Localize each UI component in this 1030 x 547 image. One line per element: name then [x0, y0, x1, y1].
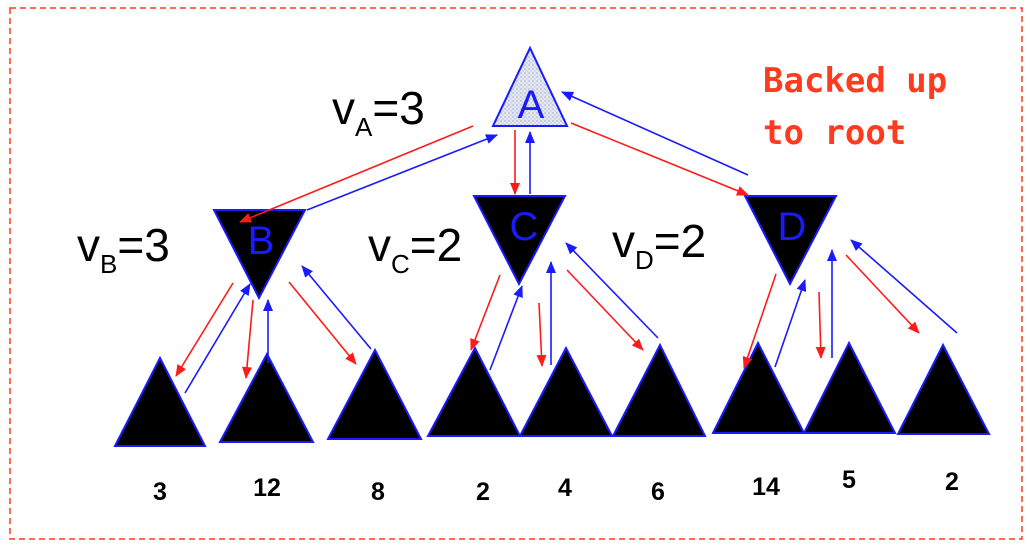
- arrow-d-to-leaf7: [742, 273, 777, 369]
- down-arrows: [175, 122, 920, 379]
- arrow-c-to-leaf5: [536, 302, 547, 367]
- arrow-leaf4-to-c: [489, 285, 523, 371]
- arrow-a-to-d: [570, 122, 749, 196]
- leaf-value-7: 14: [752, 473, 780, 501]
- arrow-c-to-leaf6: [566, 269, 644, 351]
- leaf-triangle-7: [711, 340, 806, 434]
- node-c-triangle: [472, 195, 567, 287]
- arrow-a-to-b: [239, 125, 474, 223]
- leaf-triangle-1: [113, 355, 207, 447]
- arrow-leaf1-to-b: [184, 283, 251, 394]
- note-line-1: Backed up: [763, 61, 947, 101]
- arrow-b-to-leaf1: [175, 282, 234, 377]
- up-arrows: [184, 91, 958, 394]
- node-c-letter: C: [510, 205, 539, 249]
- leaf-value-9: 2: [945, 468, 959, 496]
- leaf-triangle-8: [802, 340, 897, 434]
- leaf-values: 3 12 8 2 4 6 14 5 2: [153, 466, 959, 506]
- node-a-triangle: [491, 45, 569, 127]
- leaf-value-8: 5: [842, 466, 856, 494]
- leaf-triangle-4: [426, 345, 522, 437]
- leaf-triangle-9: [896, 342, 991, 435]
- arrow-b-to-a: [306, 134, 498, 211]
- leaf-triangle-6: [611, 342, 707, 437]
- arrow-d-to-leaf8: [815, 291, 826, 359]
- leaf-value-2: 12: [253, 474, 281, 502]
- node-d-letter: D: [778, 205, 807, 249]
- node-a: A: [491, 45, 569, 127]
- arrow-c-to-leaf4: [470, 274, 501, 351]
- arrow-d-to-leaf9: [845, 254, 920, 334]
- leaf-value-6: 6: [651, 478, 665, 506]
- arrow-leaf9-to-d: [850, 239, 958, 334]
- node-c: C: [472, 195, 567, 287]
- arrow-leaf3-to-b: [301, 265, 372, 350]
- note-line-2: to root: [763, 113, 906, 153]
- arrow-leaf7-to-d: [774, 279, 807, 368]
- leaf-value-3: 8: [371, 478, 385, 506]
- leaf-nodes: [113, 340, 991, 447]
- node-a-letter: A: [518, 83, 545, 127]
- label-node-a: vA=3: [332, 82, 425, 142]
- leaf-value-4: 2: [476, 478, 490, 506]
- label-node-c: vC=2: [368, 219, 462, 279]
- leaf-value-5: 4: [558, 474, 572, 502]
- leaf-triangle-5: [518, 345, 614, 437]
- arrow-d-to-a: [561, 91, 749, 176]
- dashed-frame: [9, 7, 1023, 540]
- label-node-d: vD=2: [612, 215, 706, 275]
- node-b: B: [212, 209, 307, 301]
- arrow-b-to-leaf3: [288, 281, 357, 365]
- node-d-triangle: [743, 195, 838, 287]
- node-b-triangle: [212, 209, 307, 301]
- label-node-b: vB=3: [77, 219, 170, 279]
- arrow-leaf6-to-c: [565, 242, 659, 339]
- leaf-triangle-3: [326, 347, 423, 440]
- arrow-b-to-leaf2: [242, 299, 254, 379]
- node-d: D: [743, 195, 838, 287]
- leaf-triangle-2: [218, 351, 315, 443]
- leaf-value-1: 3: [153, 478, 167, 506]
- node-b-letter: B: [248, 219, 275, 263]
